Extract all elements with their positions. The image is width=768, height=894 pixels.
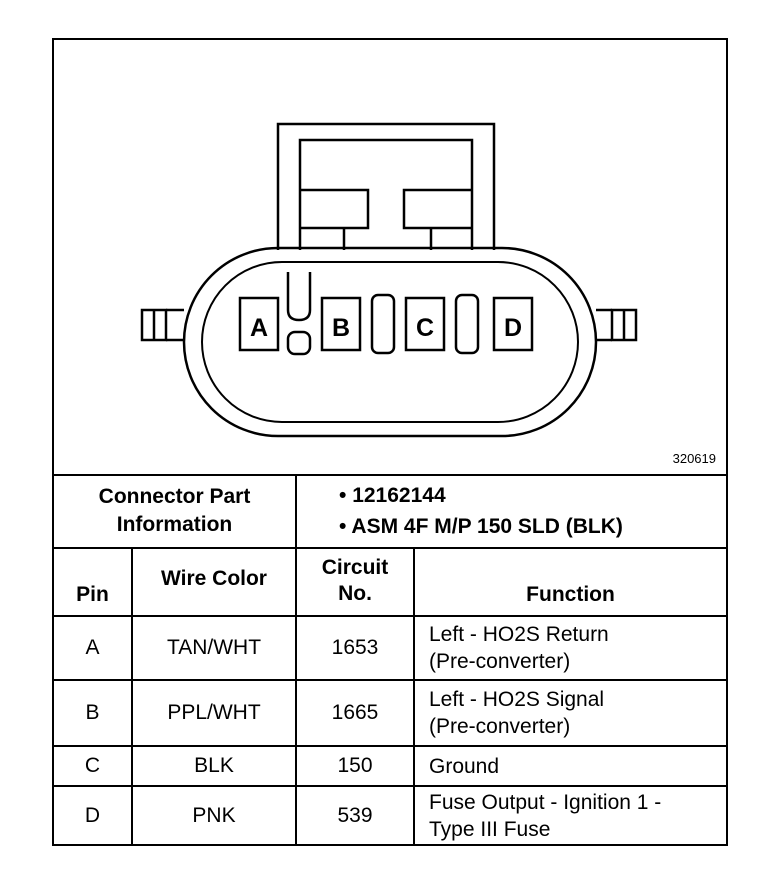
- figure-id: 320619: [672, 451, 716, 466]
- part-number: 12162144: [339, 480, 725, 511]
- part-description: ASM 4F M/P 150 SLD (BLK): [339, 511, 725, 542]
- table-row: D PNK 539 Fuse Output - Ignition 1 -Type…: [54, 785, 726, 844]
- connector-info-frame: A B C D 320619 Connector Part Informatio…: [52, 38, 728, 846]
- pin-label-a: A: [250, 314, 268, 342]
- cavity-d: [492, 296, 534, 352]
- header-row: Pin Wire Color Circuit No. Function: [54, 547, 726, 617]
- pin-label-d: D: [504, 314, 522, 342]
- pin-label-b: B: [332, 314, 350, 342]
- part-info-values: 12162144 ASM 4F M/P 150 SLD (BLK): [295, 474, 726, 549]
- key-small: [286, 330, 312, 356]
- part-info-row: Connector Part Information 12162144 ASM …: [54, 474, 726, 549]
- cavity-c: [404, 296, 446, 352]
- part-info-label: Connector Part Information: [54, 474, 297, 549]
- latch-tab-right: [402, 188, 472, 230]
- pinout-table: Connector Part Information 12162144 ASM …: [54, 474, 726, 844]
- cavity-b: [320, 296, 362, 352]
- header-wire-color: Wire Color: [131, 547, 297, 617]
- latch-outer: [276, 122, 496, 250]
- cavity-a: [238, 296, 280, 352]
- table-row: A TAN/WHT 1653 Left - HO2S Return(Pre-co…: [54, 615, 726, 681]
- header-pin: Pin: [54, 547, 133, 617]
- header-function: Function: [413, 547, 726, 617]
- spacer-1: [370, 293, 396, 355]
- header-circuit: Circuit No.: [295, 547, 415, 617]
- connector-body-inner: [201, 261, 579, 423]
- pin-label-c: C: [416, 314, 434, 342]
- connector-face-drawing: A B C D: [140, 122, 638, 438]
- latch-inner: [298, 138, 474, 250]
- spacer-2: [454, 293, 480, 355]
- connector-diagram: A B C D 320619: [54, 40, 726, 476]
- key-slot: [286, 272, 312, 322]
- latch-tab-left: [300, 188, 370, 230]
- table-row: C BLK 150 Ground: [54, 745, 726, 787]
- connector-body-outer: [182, 246, 598, 438]
- table-row: B PPL/WHT 1665 Left - HO2S Signal(Pre-co…: [54, 679, 726, 747]
